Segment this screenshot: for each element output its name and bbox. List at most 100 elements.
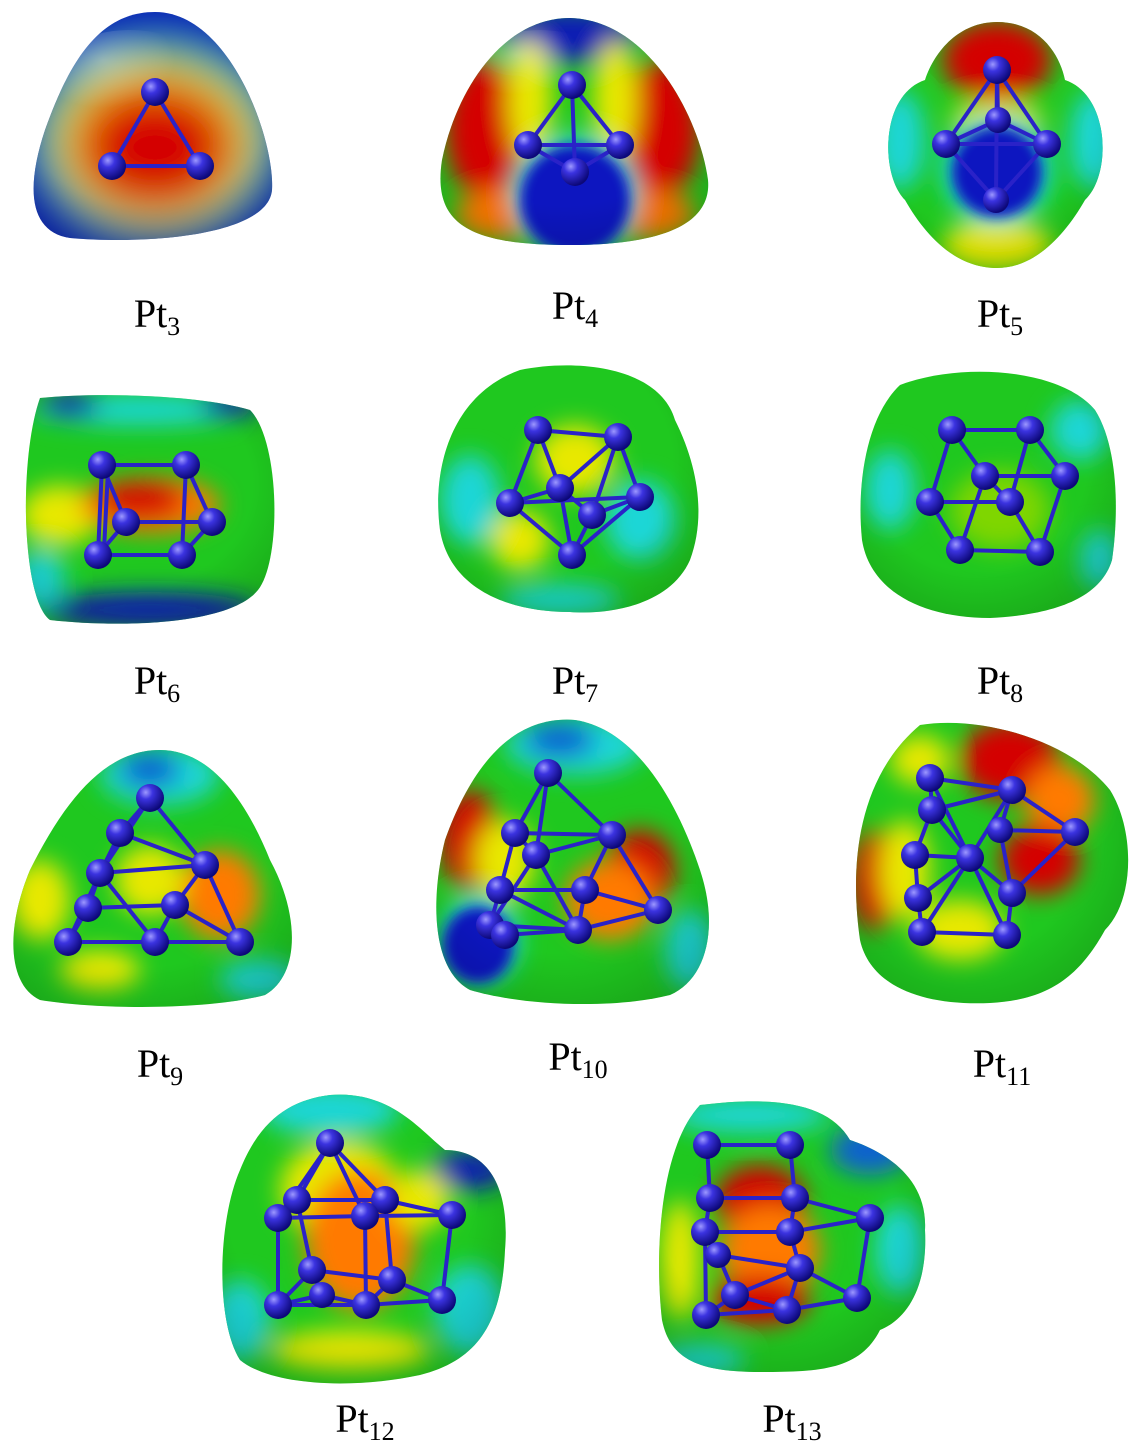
pt-atom xyxy=(1051,462,1079,490)
label-subscript: 4 xyxy=(585,304,599,333)
pt-atom xyxy=(141,78,169,106)
label-prefix: Pt xyxy=(335,1396,369,1441)
pt-bond xyxy=(110,90,157,168)
pt-atom xyxy=(956,844,984,872)
pt-atom xyxy=(626,483,654,511)
pt-atom xyxy=(721,1281,749,1309)
pt-atom xyxy=(1061,818,1089,846)
pt-atom xyxy=(983,187,1009,213)
label-pt4: Pt4 xyxy=(552,282,598,334)
pt-atom xyxy=(692,1301,720,1329)
pt-atom xyxy=(198,508,226,536)
label-pt9: Pt9 xyxy=(137,1040,183,1092)
pt-bond xyxy=(509,495,641,505)
pt-atom xyxy=(786,1254,814,1282)
label-pt11: Pt11 xyxy=(973,1040,1031,1092)
pt-atom xyxy=(938,416,966,444)
pt-atom xyxy=(918,796,946,824)
pt-atom xyxy=(168,541,196,569)
pt-atom xyxy=(901,841,929,869)
pt-bond xyxy=(928,777,972,859)
pt-atom xyxy=(428,1286,456,1314)
pt-atom xyxy=(571,876,599,904)
label-prefix: Pt xyxy=(133,291,168,336)
pt-atom xyxy=(112,508,140,536)
pt-atom xyxy=(378,1266,406,1294)
pt-atom xyxy=(987,817,1013,843)
pt-bond xyxy=(203,864,242,943)
pt-bond xyxy=(119,831,206,867)
pt-atom xyxy=(856,1204,884,1232)
pt-atom xyxy=(644,896,672,924)
pt-atom xyxy=(606,131,634,159)
label-subscript: 12 xyxy=(368,1417,395,1446)
pt-atom xyxy=(88,451,116,479)
pt-atom xyxy=(598,821,626,849)
label-pt12: Pt12 xyxy=(335,1395,394,1447)
label-subscript: 13 xyxy=(795,1417,822,1446)
pt-bond xyxy=(570,84,577,173)
pt-bond xyxy=(994,69,999,201)
pt-atom xyxy=(776,1218,804,1246)
pt-atom xyxy=(908,918,936,946)
pt-atom xyxy=(558,541,586,569)
label-prefix: Pt xyxy=(551,283,586,328)
pt-atom xyxy=(54,928,82,956)
pt-atom xyxy=(522,841,550,869)
label-prefix: Pt xyxy=(551,658,586,703)
pt-atom xyxy=(316,1129,344,1157)
pt-bond xyxy=(920,856,972,934)
label-prefix: Pt xyxy=(548,1034,582,1079)
pt-atom xyxy=(1016,416,1044,444)
label-subscript: 6 xyxy=(167,679,181,708)
pt-bond xyxy=(363,1215,368,1306)
esp-surface-pt8 xyxy=(860,371,1116,618)
esp-surface-pt9 xyxy=(13,750,292,1007)
pt-atom xyxy=(371,1186,399,1214)
pt-atom xyxy=(186,152,214,180)
atoms-pt11 xyxy=(901,764,1089,949)
esp-surface-pt6 xyxy=(25,395,275,624)
pt-bond xyxy=(546,771,614,837)
pt-bond xyxy=(1010,830,1077,895)
label-subscript: 7 xyxy=(585,679,599,708)
label-prefix: Pt xyxy=(762,1396,796,1441)
pt-bond xyxy=(968,857,1009,936)
pt-atom xyxy=(781,1184,809,1212)
label-pt6: Pt6 xyxy=(134,657,180,709)
label-subscript: 9 xyxy=(170,1062,184,1091)
esp-surface-pt10 xyxy=(436,719,709,1005)
pt-bond xyxy=(180,464,188,556)
pt-atom xyxy=(546,474,574,502)
pt-atom xyxy=(264,1291,292,1319)
pt-bond xyxy=(364,1213,453,1218)
pt-atom xyxy=(904,884,932,912)
pt-atom xyxy=(106,819,134,847)
pt-atom xyxy=(776,1131,804,1159)
pt-atom xyxy=(564,916,592,944)
label-pt7: Pt7 xyxy=(552,657,598,709)
pt-atom xyxy=(352,1291,380,1319)
pt-atom xyxy=(524,416,552,444)
pt-atom xyxy=(696,1184,724,1212)
pt-bond xyxy=(944,68,999,146)
pt-atom xyxy=(561,158,589,186)
atoms-pt8 xyxy=(916,416,1079,566)
pt-atom xyxy=(971,462,999,490)
pt-atom xyxy=(773,1296,801,1324)
atoms-pt12 xyxy=(264,1129,466,1319)
pt-atom xyxy=(693,1131,721,1159)
pt-bond xyxy=(514,831,613,837)
pt-atom xyxy=(501,819,529,847)
atoms-pt13 xyxy=(691,1131,884,1329)
pt-atom xyxy=(351,1202,379,1230)
label-subscript: 3 xyxy=(167,312,181,341)
pt-atom xyxy=(705,1242,731,1268)
pt-atom xyxy=(172,451,200,479)
label-pt10: Pt10 xyxy=(548,1033,607,1085)
esp-surface-pt3 xyxy=(33,12,273,241)
pt-atom xyxy=(98,152,126,180)
label-pt8: Pt8 xyxy=(977,657,1023,709)
atoms-pt4 xyxy=(514,71,634,186)
pt-atom xyxy=(1026,538,1054,566)
